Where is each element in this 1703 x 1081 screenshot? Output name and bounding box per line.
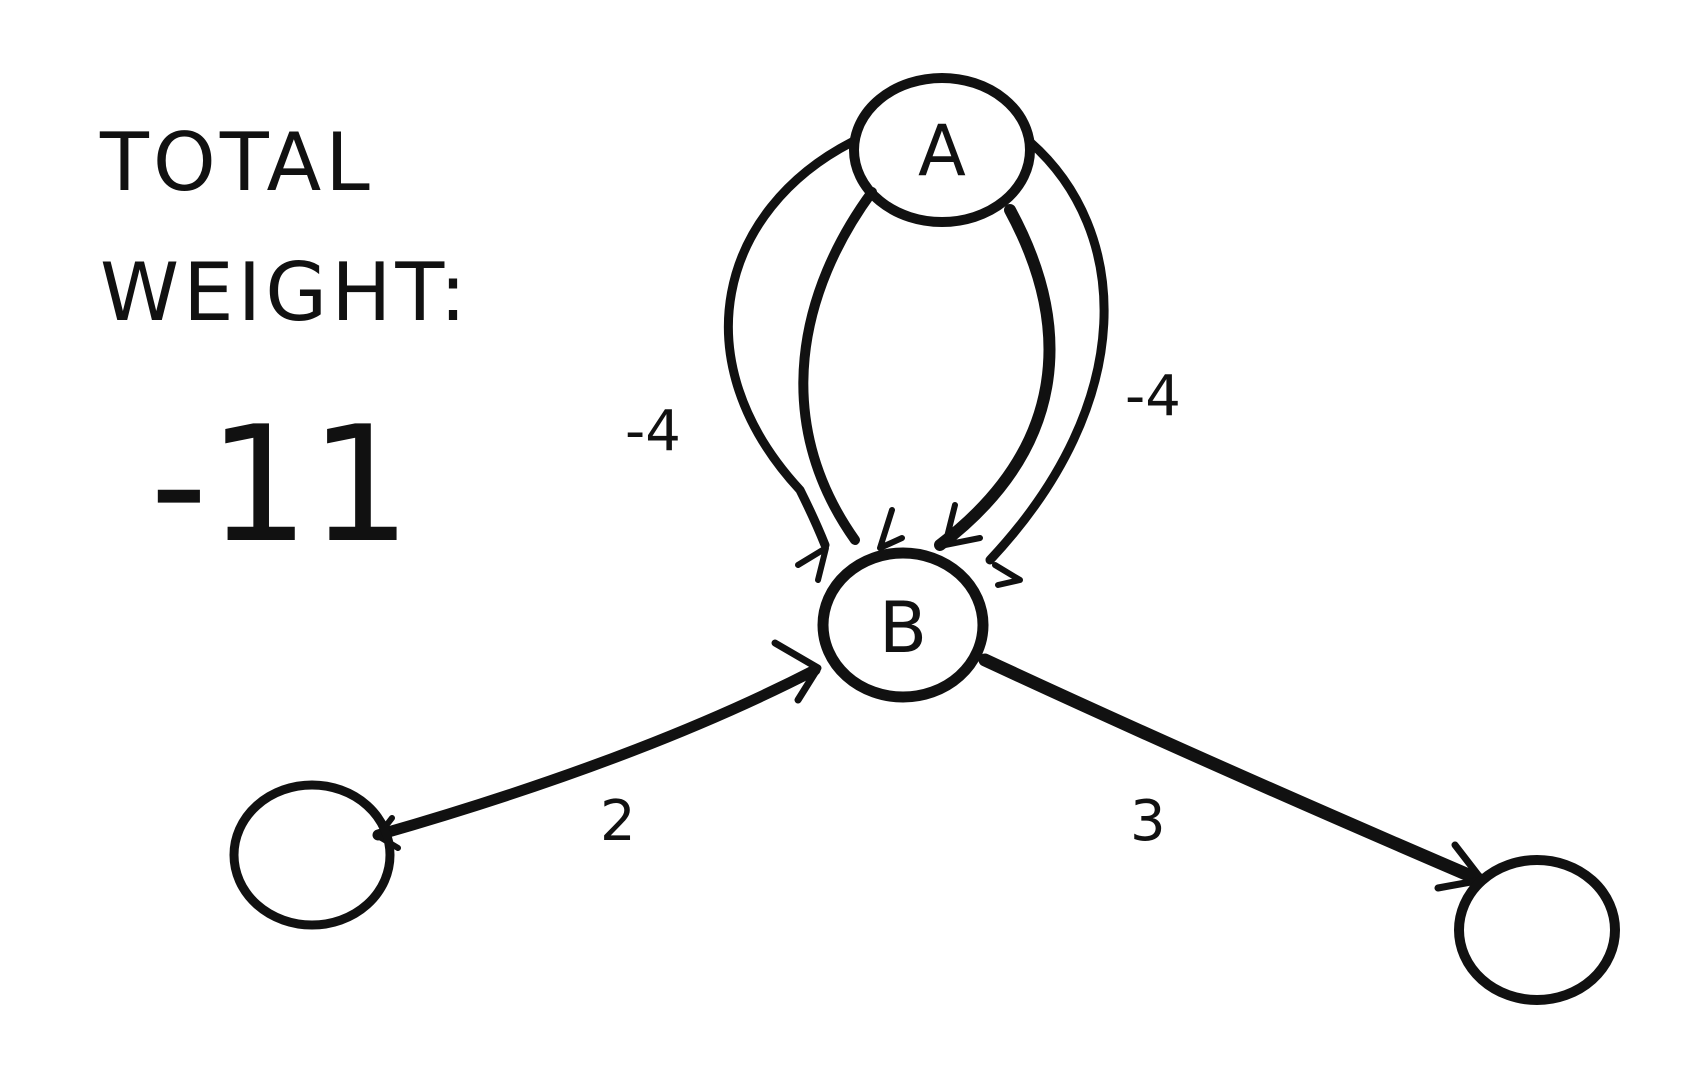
arrowhead-inner-right xyxy=(942,502,983,548)
edge-b-to-left xyxy=(372,639,822,851)
edges-a-to-b xyxy=(723,137,1109,588)
node-b-circle xyxy=(817,547,989,703)
arrowhead-inner-left xyxy=(877,507,905,551)
node-right-circle xyxy=(1454,855,1620,1005)
total-weight-value: -11 xyxy=(150,391,411,578)
edge-a-b-outer-left xyxy=(723,137,857,550)
edge-b-to-right xyxy=(978,653,1487,892)
node-left-circle xyxy=(229,780,395,930)
edge-b-left-line xyxy=(372,664,821,841)
weight-b-left: 2 xyxy=(600,789,636,854)
node-b: B xyxy=(817,547,989,703)
edge-a-b-inner-left xyxy=(798,187,877,545)
total-weight-block: TOTAL WEIGHT: -11 xyxy=(99,116,470,578)
weight-a-b-right: -4 xyxy=(1125,364,1181,429)
node-a-label: A xyxy=(918,110,966,192)
edge-a-b-outer-right xyxy=(985,137,1109,565)
node-a-circle xyxy=(849,73,1035,227)
edge-weights: -4 -4 2 3 xyxy=(600,364,1181,854)
title-line-1: TOTAL xyxy=(99,116,374,209)
edge-b-left-arrowhead xyxy=(771,639,822,704)
edge-b-right-line xyxy=(978,653,1487,887)
edge-a-b-inner-right xyxy=(934,204,1056,551)
node-b-label: B xyxy=(879,587,927,669)
arrowhead-outer-right xyxy=(992,562,1023,588)
title-line-2: WEIGHT: xyxy=(100,246,470,339)
arrowhead-outer-left xyxy=(795,545,829,583)
weight-a-b-left: -4 xyxy=(625,399,681,464)
node-a: A xyxy=(849,73,1035,227)
node-right xyxy=(1454,855,1620,1005)
weight-b-right: 3 xyxy=(1130,789,1166,854)
node-left xyxy=(229,780,395,930)
